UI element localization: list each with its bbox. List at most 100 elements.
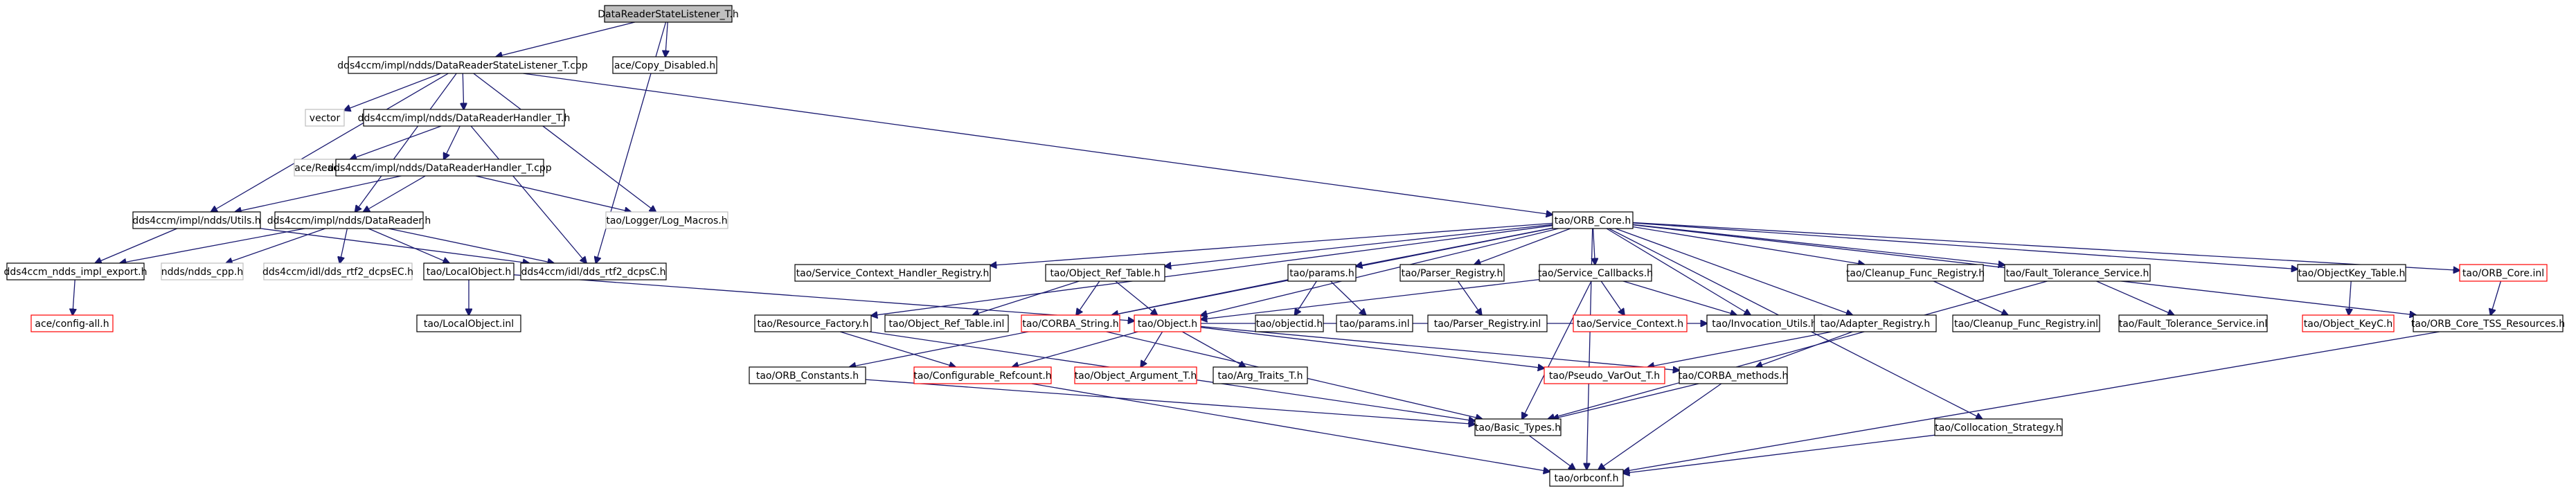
edge-line	[1606, 228, 1751, 315]
node-colloc[interactable]: tao/Collocation_Strategy.h	[1934, 418, 2063, 436]
node-layer: DataReaderStateListener_T.h dds4ccm/impl/…	[4, 5, 2565, 487]
node-label: DataReaderStateListener_T.h	[598, 9, 739, 20]
node-implexp[interactable]: dds4ccm_ndds_impl_export.h	[4, 262, 147, 280]
edge-resfac-to-confref	[840, 331, 956, 367]
node-cleanup[interactable]: tao/Cleanup_Func_Registry.h	[1846, 264, 1985, 282]
node-basic[interactable]: tao/Basic_Types.h	[1474, 418, 1562, 436]
node-box	[1814, 314, 1937, 332]
edge-line	[840, 331, 956, 367]
edge-root-to-cpp	[496, 21, 635, 57]
node-label: dds4ccm/impl/ndds/DataReaderHandler_T.h	[358, 113, 571, 124]
node-corbameth[interactable]: tao/CORBA_methods.h	[1679, 366, 1789, 384]
node-label: dds4ccm_ndds_impl_export.h	[4, 267, 147, 278]
edge-line	[1623, 434, 1935, 473]
node-objkey[interactable]: tao/ObjectKey_Table.h	[2297, 264, 2406, 282]
node-adapter[interactable]: tao/Adapter_Registry.h	[1814, 314, 1937, 332]
node-config[interactable]: ace/config-all.h	[30, 314, 114, 332]
node-dcpsec[interactable]: dds4ccm/idl/dds_rtf2_dcpsEC.h	[262, 262, 413, 280]
edge-orbcore-to-invutil	[1606, 228, 1751, 315]
node-vector[interactable]: vector	[305, 109, 345, 127]
node-orbinl[interactable]: tao/ORB_Core.inl	[2459, 264, 2548, 282]
node-box	[1213, 366, 1308, 384]
node-label: tao/orbconf.h	[1555, 473, 1619, 484]
edge-line	[388, 228, 554, 263]
node-localobj[interactable]: tao/LocalObject.h	[423, 262, 515, 280]
node-nddscpp[interactable]: ndds/ndds_cpp.h	[161, 262, 244, 280]
node-objkeyc[interactable]: tao/Object_KeyC.h	[2302, 314, 2395, 332]
edge-orbinl-to-tss	[2491, 280, 2502, 315]
edge-line	[368, 228, 449, 263]
node-drh[interactable]: dds4ccm/impl/ndds/DataReaderHandler_T.h	[358, 109, 571, 127]
node-objreft[interactable]: tao/Object_Ref_Table.h	[1045, 264, 1165, 282]
node-utils[interactable]: dds4ccm/impl/ndds/Utils.h	[132, 211, 261, 229]
edge-line	[523, 73, 1553, 215]
node-parser[interactable]: tao/Parser_Registry.h	[1399, 264, 1505, 282]
node-orbconf[interactable]: tao/orbconf.h	[1549, 469, 1624, 487]
node-corbastr[interactable]: tao/CORBA_String.h	[1021, 314, 1120, 332]
edge-layer	[73, 21, 2502, 474]
node-ftserv[interactable]: tao/Fault_Tolerance_Service.h	[2004, 264, 2151, 282]
node-paramsinl[interactable]: tao/params.inl	[1336, 314, 1413, 332]
node-box	[1134, 314, 1201, 332]
node-box	[794, 264, 991, 282]
node-drhcpp[interactable]: dds4ccm/impl/ndds/DataReaderHandler_T.cp…	[328, 159, 552, 177]
node-box	[913, 366, 1052, 384]
node-orbcore[interactable]: tao/ORB_Core.h	[1552, 211, 1634, 229]
node-pseudo[interactable]: tao/Pseudo_VarOut_T.h	[1544, 366, 1665, 384]
node-invutil[interactable]: tao/Invocation_Utils.h	[1706, 314, 1823, 332]
node-box	[335, 159, 544, 177]
node-svccb[interactable]: tao/Service_Callbacks.h	[1538, 264, 1653, 282]
node-label: dds4ccm/impl/ndds/DataReader.h	[267, 215, 431, 226]
edge-line	[473, 73, 656, 212]
edge-line	[496, 21, 635, 57]
node-box	[132, 211, 261, 229]
edge-cpp-to-dr	[355, 73, 457, 212]
node-copy[interactable]: ace/Copy_Disabled.h	[612, 56, 717, 74]
node-box	[2459, 264, 2548, 282]
node-localinl[interactable]: tao/LocalObject.inl	[416, 314, 521, 332]
node-objarg[interactable]: tao/Object_Argument_T.h	[1074, 366, 1197, 384]
edge-drhcpp-to-utils	[235, 175, 402, 212]
node-ftinl[interactable]: tao/Fault_Tolerance_Service.inl	[2118, 314, 2268, 332]
edge-object-to-objarg	[1141, 331, 1163, 367]
node-screg[interactable]: tao/Service_Context_Handler_Registry.h	[794, 264, 991, 282]
node-resfac[interactable]: tao/Resource_Factory.h	[754, 314, 872, 332]
edge-svccb-to-basic	[1522, 280, 1592, 419]
node-dr[interactable]: dds4ccm/impl/ndds/DataReader.h	[267, 211, 431, 229]
edge-line	[226, 228, 325, 263]
edge-line	[1295, 280, 1317, 315]
edge-confref-to-orbconf	[1031, 383, 1550, 472]
edge-drhcpp-to-logmac	[475, 175, 631, 212]
node-object[interactable]: tao/Object.h	[1134, 314, 1201, 332]
edge-line	[1622, 280, 1737, 315]
node-orbconst[interactable]: tao/ORB_Constants.h	[749, 366, 866, 384]
node-params[interactable]: tao/params.h	[1287, 264, 1357, 282]
edge-line	[1201, 278, 1540, 320]
edge-orbcore-to-svccb	[1593, 228, 1595, 265]
node-cpp[interactable]: dds4ccm/impl/ndds/DataReaderStateListene…	[337, 56, 588, 74]
node-argtraits[interactable]: tao/Arg_Traits_T.h	[1213, 366, 1308, 384]
edge-orbconst-to-basic	[865, 379, 1475, 424]
edge-corbameth-to-basic	[1553, 383, 1699, 419]
node-svcctx[interactable]: tao/Service_Context.h	[1573, 314, 1688, 332]
edge-localobj-to-object	[513, 274, 1134, 321]
node-objrefinl[interactable]: tao/Object_Ref_Table.inl	[884, 314, 1009, 332]
node-dcpsc[interactable]: dds4ccm/idl/dds_rtf2_dcpsC.h	[520, 262, 667, 280]
edge-dr-to-dcpsec	[340, 228, 348, 263]
edge-parser-to-parserinl	[1457, 280, 1481, 315]
edge-ftserv-to-basic	[1548, 280, 2048, 419]
node-parserinl[interactable]: tao/Parser_Registry.inl	[1427, 314, 1548, 332]
node-label: tao/Fault_Tolerance_Service.inl	[2119, 319, 2268, 330]
node-objectid[interactable]: tao/objectid.h	[1255, 314, 1324, 332]
edge-objreft-to-objrefinl	[973, 280, 1080, 315]
edge-dr-to-nddscpp	[226, 228, 325, 263]
edge-line	[350, 125, 442, 159]
node-logmac[interactable]: tao/Logger/Log_Macros.h	[605, 211, 728, 229]
node-label: tao/ORB_Core.inl	[2462, 268, 2544, 279]
edge-line	[1112, 279, 1289, 315]
node-confref[interactable]: tao/Configurable_Refcount.h	[913, 366, 1052, 384]
edge-orbcore-to-adapter	[1615, 228, 1852, 315]
node-tss[interactable]: tao/ORB_Core_TSS_Resources.h	[2411, 314, 2565, 332]
node-label: tao/Logger/Log_Macros.h	[606, 215, 727, 226]
node-cleanupinl[interactable]: tao/Cleanup_Func_Registry.inl	[1952, 314, 2100, 332]
